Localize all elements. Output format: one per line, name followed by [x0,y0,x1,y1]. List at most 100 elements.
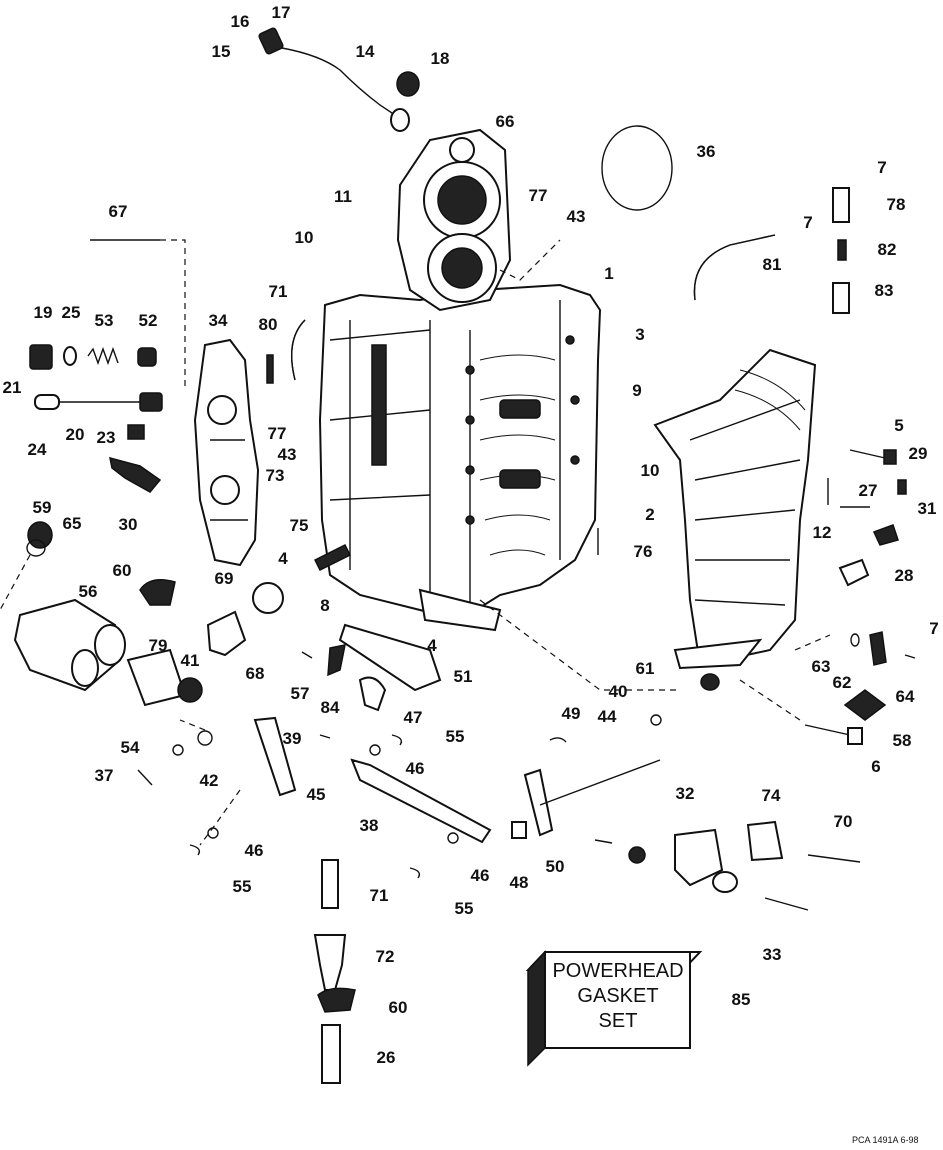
callout-64: 64 [896,687,915,706]
bolt-70 [807,854,861,863]
nut-48 [511,821,527,839]
callout-59: 59 [33,498,52,517]
disc-69 [252,582,284,614]
sleeve-79 [126,648,187,707]
washer-54 [172,744,184,756]
callout-63: 63 [812,657,831,676]
callout-20: 20 [66,425,85,444]
callout-77: 77 [268,424,287,443]
callout-48: 48 [510,873,529,892]
clip-31 [872,524,899,546]
callout-54: 54 [121,738,140,757]
lever-51 [338,623,442,692]
clip-55c [409,867,421,879]
bolt-6-head [847,727,863,745]
callout-72: 72 [376,947,395,966]
hose-83 [832,282,850,314]
fitting-28 [838,558,870,587]
callout-50: 50 [546,857,565,876]
washer-32 [628,846,646,864]
grommet-59 [27,521,53,549]
hose-71 [321,859,339,909]
callout-49: 49 [562,704,581,723]
screw-29 [897,479,907,495]
pin-84 [327,644,346,677]
shaft [539,759,661,806]
tee-72 [313,934,347,991]
callout-3: 3 [635,325,644,344]
callout-6: 6 [871,757,880,776]
callout-40: 40 [609,682,628,701]
grommet-61 [700,673,720,691]
callout-21: 21 [3,378,22,397]
washer-46c [447,832,459,844]
callout-78: 78 [887,195,906,214]
mount-32-end [712,871,738,893]
plug-19 [29,344,53,370]
screw-39 [319,734,331,739]
callout-18: 18 [431,49,450,68]
callout-84: 84 [321,698,340,717]
bolt-33 [764,897,809,911]
callout-55: 55 [233,877,252,896]
callout-47: 47 [404,708,423,727]
callout-46: 46 [245,841,264,860]
plug-68 [206,610,247,657]
callout-83: 83 [875,281,894,300]
temperature-sensor-lead [258,27,410,132]
callout-28: 28 [895,566,914,585]
callout-76: 76 [634,542,653,561]
callout-5: 5 [894,416,903,435]
callout-53: 53 [95,311,114,330]
callout-81: 81 [763,255,782,274]
callout-34: 34 [209,311,228,330]
callout-56: 56 [79,582,98,601]
callout-17: 17 [272,3,291,22]
callout-51: 51 [454,667,473,686]
callout-46: 46 [471,866,490,885]
callout-14: 14 [356,42,375,61]
hose-81-inner [693,234,776,301]
bolt-6 [804,724,851,736]
spring-53 [87,346,119,366]
callout-61: 61 [636,659,655,678]
bolt-32 [594,839,613,844]
callout-68: 68 [246,664,265,683]
housing-56 [13,598,126,692]
washer-25 [63,346,77,366]
callout-43: 43 [278,445,297,464]
callout-12: 12 [813,523,832,542]
callout-44: 44 [598,707,617,726]
callout-55: 55 [455,899,474,918]
clip-55b [189,844,201,856]
callout-80: 80 [259,315,278,334]
callout-60: 60 [389,998,408,1017]
washer-63 [850,633,860,647]
callout-31: 31 [918,499,937,518]
callout-32: 32 [676,784,695,803]
grommet-18 [396,71,420,97]
callout-69: 69 [215,569,234,588]
callout-42: 42 [200,771,219,790]
washer-44 [650,714,662,726]
callout-71: 71 [269,282,288,301]
exhaust-cover [653,348,817,670]
callout-66: 66 [496,112,515,131]
link-38 [350,758,492,844]
callout-60: 60 [113,561,132,580]
callout-45: 45 [307,785,326,804]
callout-82: 82 [878,240,897,259]
callout-39: 39 [283,729,302,748]
callout-62: 62 [833,673,852,692]
callout-57: 57 [291,684,310,703]
dowel-4 [313,543,352,572]
fitting-82 [837,239,847,261]
o-ring-36 [601,125,673,211]
cam-47 [358,676,387,712]
bolt-5 [849,449,886,459]
hose-78 [832,187,850,223]
callout-58: 58 [893,731,912,750]
callout-85: 85 [732,990,751,1009]
callout-4: 4 [278,549,288,568]
